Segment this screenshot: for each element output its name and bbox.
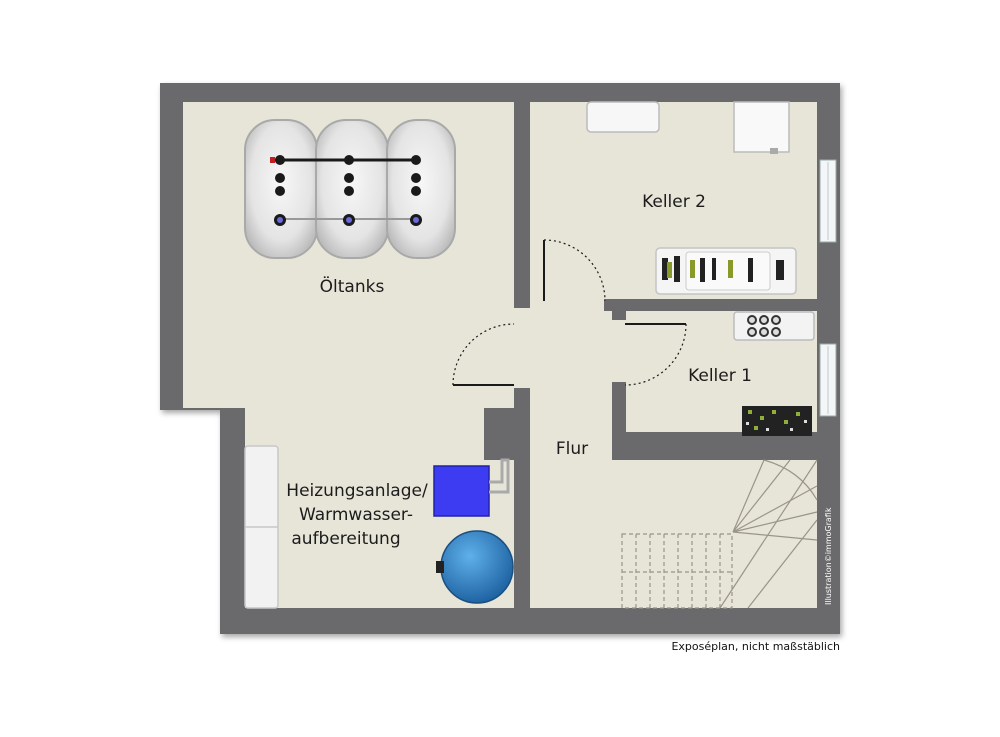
keller1-furniture [733,311,815,436]
label-heizung-1: Heizungsanlage/ [286,481,428,501]
label-keller1: Keller 1 [688,366,752,386]
windows [819,159,837,417]
crate-stack [742,406,812,436]
oil-tanks [244,119,456,259]
water-tank [440,530,514,604]
doors [452,239,687,386]
boiler [433,465,490,517]
sink [586,101,660,133]
label-flur: Flur [556,439,588,459]
heizung-furniture [244,445,514,609]
label-heizung-3: aufbereitung [291,529,400,549]
label-keller2: Keller 2 [642,192,706,212]
washing-machine [733,101,790,153]
oil-tank-3 [386,119,456,259]
label-oeltanks: Öltanks [320,275,385,297]
room-flur [530,299,612,608]
staircase [621,459,818,609]
label-heizung-2: Warmwasser- [299,505,413,525]
credit-text: Illustration©immoGrafik [824,507,833,605]
keller2-furniture [586,101,797,295]
caption-text: Exposéplan, nicht maßstäblich [671,640,840,653]
